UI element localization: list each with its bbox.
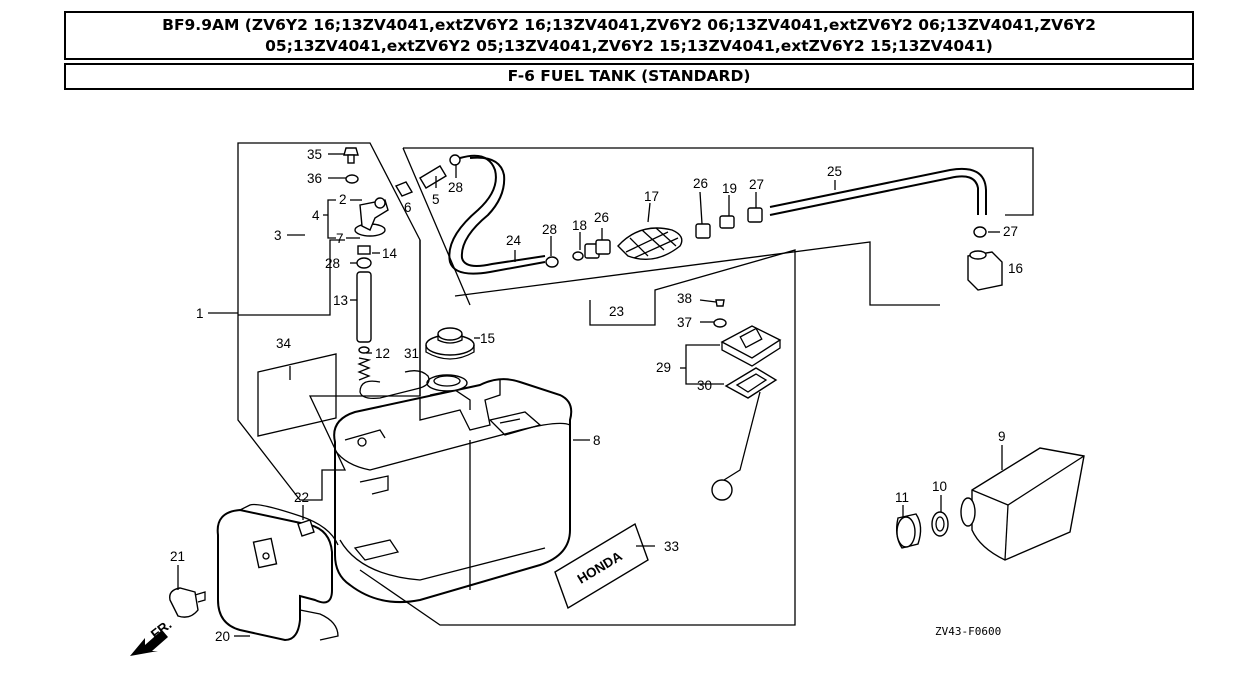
callout-2: 2: [339, 192, 347, 207]
cap-strap: [359, 370, 430, 400]
callout-11: 11: [895, 490, 909, 505]
front-label: FR.: [148, 617, 174, 642]
fuel-tank: [333, 374, 573, 604]
front-direction-arrow: [130, 630, 168, 656]
callout-13: 13: [333, 293, 348, 308]
callout-28a: 28: [448, 180, 463, 195]
callout-27b: 27: [1003, 224, 1018, 239]
assembly-bracket-lines: [237, 142, 1034, 626]
callout-12: 12: [375, 346, 390, 361]
callout-5: 5: [432, 192, 440, 207]
callout-16: 16: [1008, 261, 1023, 276]
callout-17: 17: [644, 189, 659, 204]
callout-4: 4: [312, 208, 320, 223]
callout-36: 36: [307, 171, 322, 186]
model-header: BF9.9AM (ZV6Y2 16;13ZV4041,extZV6Y2 16;1…: [64, 11, 1194, 60]
callout-19: 19: [722, 181, 737, 196]
callout-29: 29: [656, 360, 671, 375]
callout-leaders: [177, 153, 1003, 637]
callout-37: 37: [677, 315, 692, 330]
primer-bulb-assembly: [545, 207, 763, 268]
callout-14: 14: [382, 246, 398, 261]
callout-28c: 28: [325, 256, 340, 271]
callout-23: 23: [609, 304, 624, 319]
callout-34: 34: [276, 336, 292, 351]
callout-38: 38: [677, 291, 692, 306]
callout-8: 8: [593, 433, 601, 448]
knob: [169, 587, 206, 618]
honda-emblem-plate: HONDA: [554, 522, 649, 610]
diagram-code: ZV43-F0600: [935, 625, 1001, 638]
caution-label: [257, 353, 337, 437]
callout-20: 20: [215, 629, 230, 644]
fuel-gauge-assembly: [711, 299, 782, 501]
tank-joint-10: [931, 511, 949, 537]
callout-21: 21: [170, 549, 185, 564]
callout-33: 33: [664, 539, 679, 554]
callout-numbers: 1 2 3 4 5 6 7 8 9 10 11 12 13 14 15 16 1…: [170, 147, 1023, 644]
fuel-hose-25: [769, 175, 979, 216]
front-cover: [216, 503, 339, 642]
callout-18: 18: [572, 218, 587, 233]
callout-31: 31: [404, 346, 419, 361]
callout-22: 22: [294, 490, 309, 505]
fuel-connector-16: [967, 226, 1003, 291]
joint-6: [394, 181, 414, 197]
callout-15: 15: [480, 331, 495, 346]
callout-6: 6: [404, 200, 412, 215]
callout-27a: 27: [749, 177, 764, 192]
tank-joint-9: [960, 447, 1085, 561]
fuel-hose-24: [448, 154, 546, 275]
tank-cap: [425, 327, 475, 360]
tank-joint-11: [895, 513, 922, 549]
model-line-1: BF9.9AM (ZV6Y2 16;13ZV4041,extZV6Y2 16;1…: [162, 16, 1096, 34]
fuel-connector: [419, 154, 461, 189]
callout-3: 3: [274, 228, 282, 243]
callout-1: 1: [196, 306, 204, 321]
callout-24: 24: [506, 233, 522, 248]
callout-25: 25: [827, 164, 842, 179]
callout-26a: 26: [693, 176, 708, 191]
callout-9: 9: [998, 429, 1006, 444]
model-line-2: 05;13ZV4041,extZV6Y2 05;13ZV4041,ZV6Y2 1…: [265, 37, 993, 55]
grommet: [297, 519, 315, 537]
callout-26b: 26: [594, 210, 609, 225]
callout-10: 10: [932, 479, 947, 494]
air-vent-assembly: [354, 197, 389, 381]
callout-35: 35: [307, 147, 322, 162]
callout-30: 30: [697, 378, 712, 393]
bolt-and-washer: [343, 147, 359, 184]
callout-28b: 28: [542, 222, 557, 237]
callout-7: 7: [336, 231, 344, 246]
section-title: F-6 FUEL TANK (STANDARD): [64, 63, 1194, 90]
